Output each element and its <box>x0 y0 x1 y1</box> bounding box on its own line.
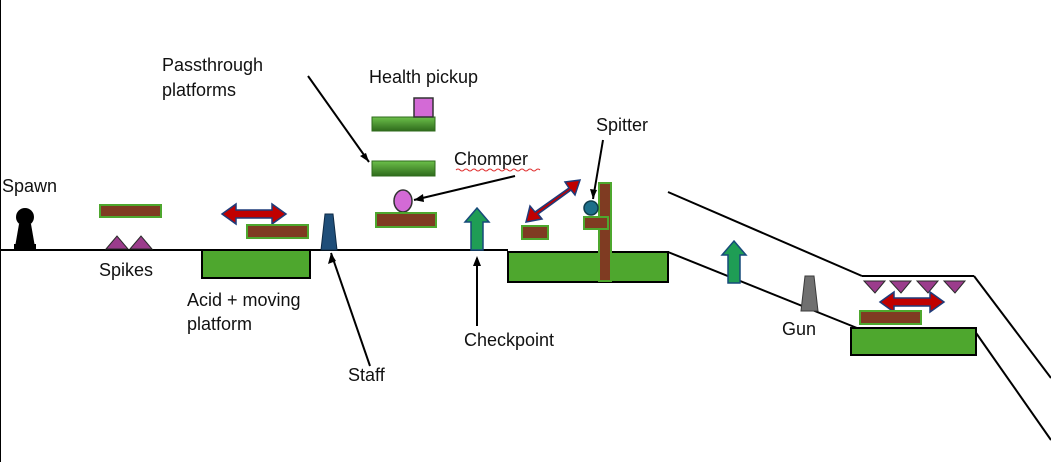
spitter-icon <box>583 200 599 216</box>
staff-icon <box>320 213 338 251</box>
moving-platform-arrow <box>878 290 946 314</box>
checkpoint-icon <box>720 239 748 284</box>
acid-pool <box>201 249 311 279</box>
acid-pool <box>850 327 977 356</box>
ground-slope <box>667 251 863 331</box>
checkpoint-icon <box>463 206 491 251</box>
spikes-icon <box>104 235 154 250</box>
platform <box>521 225 549 240</box>
moving-platform <box>859 310 922 325</box>
platform <box>375 212 437 228</box>
health-pickup-icon <box>413 97 434 118</box>
passthrough-platform <box>371 116 436 132</box>
chomper-pointer <box>413 175 516 201</box>
passthrough-label-line1: Passthrough <box>162 55 263 75</box>
passthrough-label-line2: platforms <box>162 80 236 100</box>
acid-label-line1: Acid + moving <box>187 290 301 310</box>
moving-platform-arrow <box>220 202 288 226</box>
moving-platform <box>246 224 309 239</box>
staff-pointer <box>330 252 371 367</box>
health-pickup-label: Health pickup <box>369 67 478 87</box>
acid-pool <box>507 251 669 283</box>
spikes-label: Spikes <box>99 260 153 280</box>
platform <box>99 204 162 218</box>
terrain <box>0 191 1051 441</box>
ceiling-slope <box>973 275 1051 379</box>
passthrough-pointer <box>307 75 370 163</box>
ceiling-spikes-icon <box>862 280 967 294</box>
gun-label: Gun <box>782 319 816 339</box>
passthrough-platform <box>371 160 436 177</box>
spitter-label: Spitter <box>596 115 648 135</box>
chomper-label: Chomper <box>454 149 528 169</box>
ceiling-slope <box>667 191 863 277</box>
pillar <box>598 182 612 282</box>
spellcheck-underline <box>455 168 541 172</box>
acid-label-line2: platform <box>187 314 252 334</box>
diagonal-moving-arrow <box>524 179 582 223</box>
checkpoint-label: Checkpoint <box>464 330 554 350</box>
staff-label: Staff <box>348 365 386 385</box>
spawn-label: Spawn <box>2 176 57 196</box>
spawn-icon <box>14 208 36 249</box>
gun-icon <box>800 275 819 312</box>
platform <box>583 216 609 230</box>
spitter-pointer <box>592 139 604 200</box>
chomper-icon <box>393 189 413 213</box>
ground-slope <box>973 329 1051 441</box>
